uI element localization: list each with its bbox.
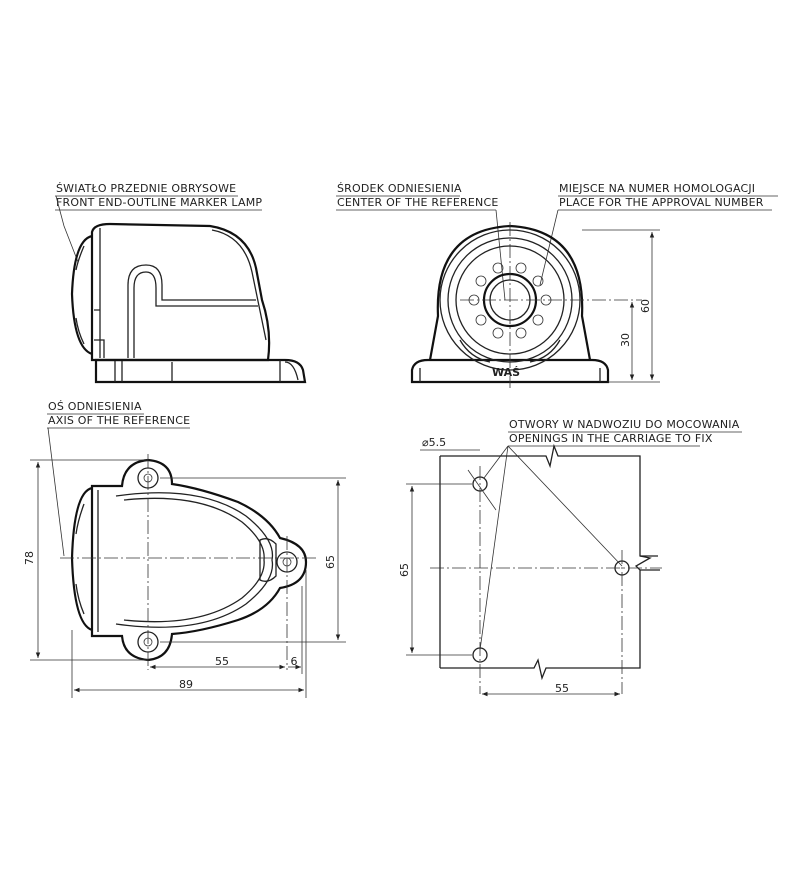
front-base-details — [419, 368, 601, 382]
side-base-fillet — [284, 361, 299, 381]
openings-label-en: OPENINGS IN THE CARRIAGE TO FIX — [509, 432, 713, 445]
side-housing-curve — [211, 229, 267, 341]
center-ref-label-en: CENTER OF THE REFERENCE — [337, 196, 499, 209]
dim-plan-hole-offset: 55 — [215, 655, 229, 668]
side-base-plate — [94, 358, 307, 384]
front-base-plate — [410, 358, 610, 384]
center-ref-leader — [495, 209, 506, 301]
front-view: ŚRODEK ODNIESIENIA CENTER OF THE REFEREN… — [336, 182, 778, 388]
side-housing — [90, 222, 271, 362]
side-housing-arch — [127, 264, 256, 358]
dim-plan-hole-side: 6 — [291, 655, 298, 668]
brand-mark: WAŚ — [492, 366, 520, 379]
plan-body-dome — [115, 492, 274, 628]
pattern-break-ticks — [640, 555, 660, 571]
side-lens-outer — [70, 234, 93, 356]
plan-body-dome-inner — [123, 497, 265, 623]
side-base-details — [114, 360, 281, 382]
approval-label-pl: MIEJSCE NA NUMER HOMOLOGACJI — [559, 182, 755, 195]
dim-hole-diameter: ⌀5.5 — [422, 436, 446, 449]
axis-ref-leader — [47, 427, 65, 557]
openings-leaders — [479, 445, 623, 651]
axis-ref-label-en: AXIS OF THE REFERENCE — [48, 414, 190, 427]
side-housing-rear-detail — [94, 309, 105, 358]
plan-view: OŚ ODNIESIENIA AXIS OF THE REFERENCE 78 — [23, 400, 346, 698]
front-lens-holes — [468, 262, 552, 339]
front-lamp-label-en: FRONT END-OUTLINE MARKER LAMP — [56, 196, 262, 209]
dim-pattern-height: 65 — [398, 563, 411, 577]
plan-lens-inner — [75, 503, 85, 615]
dim-front-height: 60 — [639, 299, 652, 313]
dim-plan-hole-span: 65 — [324, 555, 337, 569]
side-lens-inner — [75, 245, 85, 345]
pattern-diameter-leader — [467, 469, 497, 511]
openings-label-pl: OTWORY W NADWOZIU DO MOCOWANIA — [509, 418, 740, 431]
approval-label-en: PLACE FOR THE APPROVAL NUMBER — [559, 196, 764, 209]
plan-flange-outline — [90, 458, 308, 662]
plan-side-boss — [259, 538, 277, 582]
hole-pattern-view: OTWORY W NADWOZIU DO MOCOWANIA OPENINGS … — [398, 418, 742, 697]
side-view: ŚWIATŁO PRZEDNIE OBRYSOWE FRONT END-OUTL… — [55, 182, 307, 384]
dim-plan-width: 78 — [23, 551, 36, 565]
approval-leader — [539, 209, 559, 286]
front-lamp-label-pl: ŚWIATŁO PRZEDNIE OBRYSOWE — [56, 182, 236, 195]
dim-pattern-width: 55 — [555, 682, 569, 695]
dim-front-center-height: 30 — [619, 333, 632, 347]
front-lamp-leader — [55, 195, 79, 263]
dim-plan-length: 89 — [179, 678, 193, 691]
pattern-plate-outline — [440, 443, 652, 681]
center-ref-label-pl: ŚRODEK ODNIESIENIA — [337, 182, 462, 195]
front-lower-arcs — [459, 339, 561, 363]
axis-ref-label-pl: OŚ ODNIESIENIA — [48, 400, 142, 413]
side-housing-arch-inner — [133, 271, 258, 358]
